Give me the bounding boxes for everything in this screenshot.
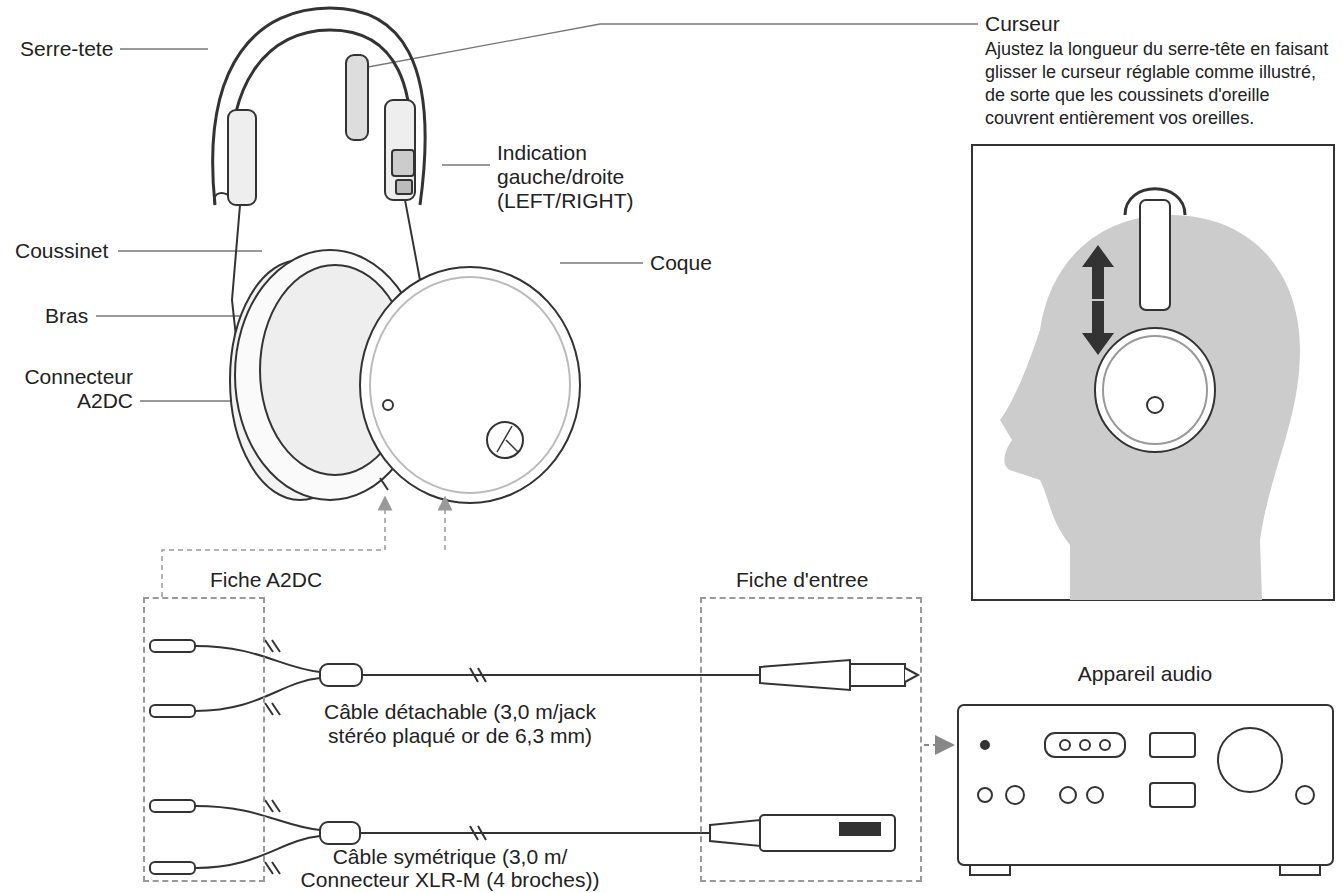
part-label: Coussinet (15, 239, 108, 263)
node-heading: Fiche d'entree (736, 568, 868, 592)
fitting-inset (972, 145, 1334, 600)
node-heading: Appareil audio (1078, 662, 1212, 686)
headphones (213, 8, 580, 503)
cable-label: Câble détachable (3,0 m/jack stéréo plaq… (300, 700, 620, 748)
part-label: Coque (650, 251, 712, 275)
cable-label: Câble symétrique (3,0 m/ Connecteur XLR-… (300, 845, 600, 891)
audio-device: Appareil audio (955, 660, 1335, 880)
cables (150, 640, 918, 874)
node-heading: Fiche A2DC (210, 568, 322, 592)
part-label: Connecteur A2DC (15, 365, 133, 413)
connection-arrows (162, 503, 445, 597)
part-label: Serre-tete (20, 37, 113, 61)
plug-group: Fiche d'entree (700, 597, 922, 882)
instruction-note: Ajustez la longueur du serre-tête en fai… (985, 38, 1335, 130)
part-label: Curseur (985, 12, 1060, 36)
part-label: Indication gauche/droite (LEFT/RIGHT) (497, 141, 657, 213)
plug-group: Fiche A2DC (143, 597, 265, 882)
connector-arrow (924, 744, 953, 746)
audio-device (958, 705, 1333, 875)
part-label: Bras (45, 304, 88, 328)
